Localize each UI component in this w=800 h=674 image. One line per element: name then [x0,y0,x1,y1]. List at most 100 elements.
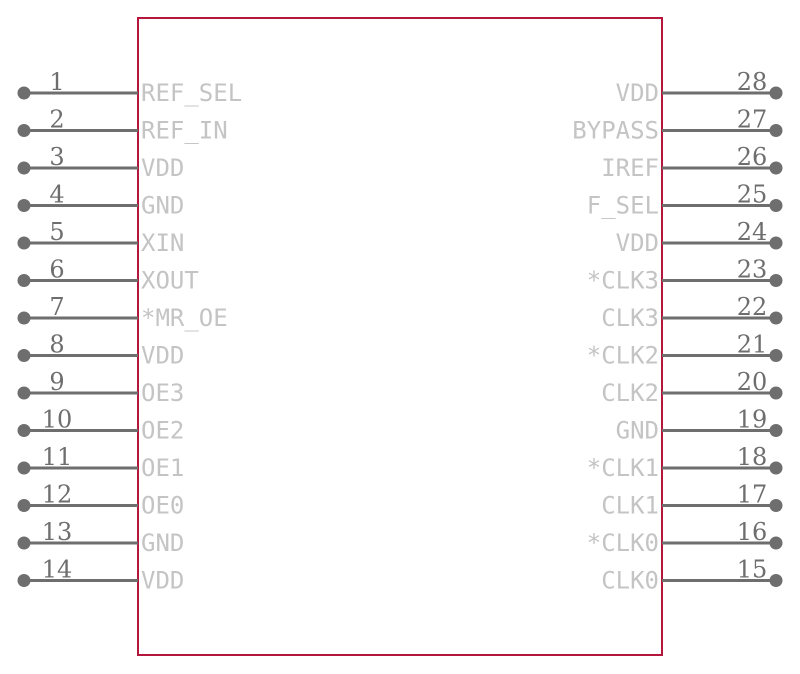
pin-number: 28 [737,68,768,96]
pin-endpoint [17,274,31,287]
pin-endpoint [769,86,783,100]
pin-number: 27 [737,106,768,134]
pin-endpoint [769,536,783,550]
pin-name: *CLK3 [587,267,659,295]
pin-number: 6 [49,256,64,284]
pin-endpoint [769,386,783,400]
component-body-outline [137,17,663,656]
pin-number: 11 [42,443,73,471]
pin-5: 5 XIN [17,218,184,257]
pin-name: REF_SEL [141,79,242,107]
pin-8: 8 VDD [17,331,184,370]
pin-name: OE3 [141,379,184,407]
pin-number: 24 [737,218,768,246]
pin-1: 1 REF_SEL [17,68,242,107]
pin-endpoint [17,161,31,175]
pin-endpoint [17,461,31,475]
pin-number: 1 [49,68,64,96]
pin-endpoint [17,86,31,100]
pin-name: VDD [141,342,184,370]
pin-endpoint [17,386,31,400]
pin-number: 10 [42,406,73,434]
pin-endpoint [769,461,783,475]
pin-28: 28 VDD [616,68,783,107]
pin-endpoint [17,536,31,550]
pin-name: CLK3 [601,304,659,332]
pin-number: 20 [737,368,768,396]
pin-name: *CLK2 [587,342,659,370]
pin-10: 10 OE2 [17,406,184,445]
pin-name: CLK0 [601,567,659,595]
pin-name: GND [141,192,184,220]
pin-16: 16*CLK0 [587,518,783,557]
pin-name: VDD [141,154,184,182]
pin-name: VDD [141,567,184,595]
pin-number: 25 [737,181,768,209]
pin-2: 2 REF_IN [17,106,228,145]
pin-21: 21 *CLK2 [587,331,783,370]
pin-number: 22 [737,293,768,321]
pin-number: 5 [49,218,64,246]
pin-name: OE0 [141,492,184,520]
pin-name: VDD [616,79,659,107]
pin-endpoint [17,349,31,362]
pin-18: 18*CLK1 [587,443,783,482]
pin-name: XIN [141,229,184,257]
pin-number: 2 [49,106,64,134]
pin-endpoint [17,199,31,212]
pin-14: 14 VDD [17,556,184,595]
pin-endpoint [769,574,783,587]
pin-25: 25 F_SEL [587,181,783,220]
pin-number: 8 [49,331,64,359]
pin-endpoint [769,161,783,175]
right-pin-group: 28VDD27BYPASS26IREF25F_SEL24VDD23*CLK322… [572,68,783,595]
pin-endpoint [769,349,783,362]
pin-endpoint [769,199,783,212]
pin-11: 11 OE1 [17,443,184,482]
pin-name: OE2 [141,417,184,445]
pin-23: 23 *CLK3 [587,256,783,295]
pin-name: REF_IN [141,117,228,145]
pin-endpoint [17,124,31,137]
pin-endpoint [769,236,783,250]
pin-name: OE1 [141,454,184,482]
pin-name: GND [616,417,659,445]
pin-name: F_SEL [587,192,659,220]
pin-20: 20 CLK2 [601,368,783,407]
pin-number: 21 [737,331,768,359]
pin-number: 18 [737,443,768,471]
pin-name: *MR_OE [141,304,228,332]
pin-endpoint [17,499,31,512]
pin-endpoint [769,124,783,137]
pin-endpoint [17,311,31,325]
pin-name: BYPASS [572,117,659,145]
pin-22: 22 CLK3 [601,293,783,332]
pin-7: 7 *MR_OE [17,293,228,332]
pin-27: 27 BYPASS [572,106,783,145]
pin-endpoint [769,311,783,325]
pin-name: IREF [601,154,659,182]
pin-endpoint [769,274,783,287]
pin-number: 15 [737,556,768,584]
pin-number: 7 [49,293,64,321]
pin-endpoint [17,574,31,587]
pin-number: 23 [737,256,768,284]
pin-endpoint [769,499,783,512]
pin-number: 12 [42,481,73,509]
pin-endpoint [17,424,31,437]
pin-endpoint [769,424,783,437]
pin-name: CLK2 [601,379,659,407]
pin-number: 14 [42,556,73,584]
pin-name: *CLK0 [587,529,659,557]
